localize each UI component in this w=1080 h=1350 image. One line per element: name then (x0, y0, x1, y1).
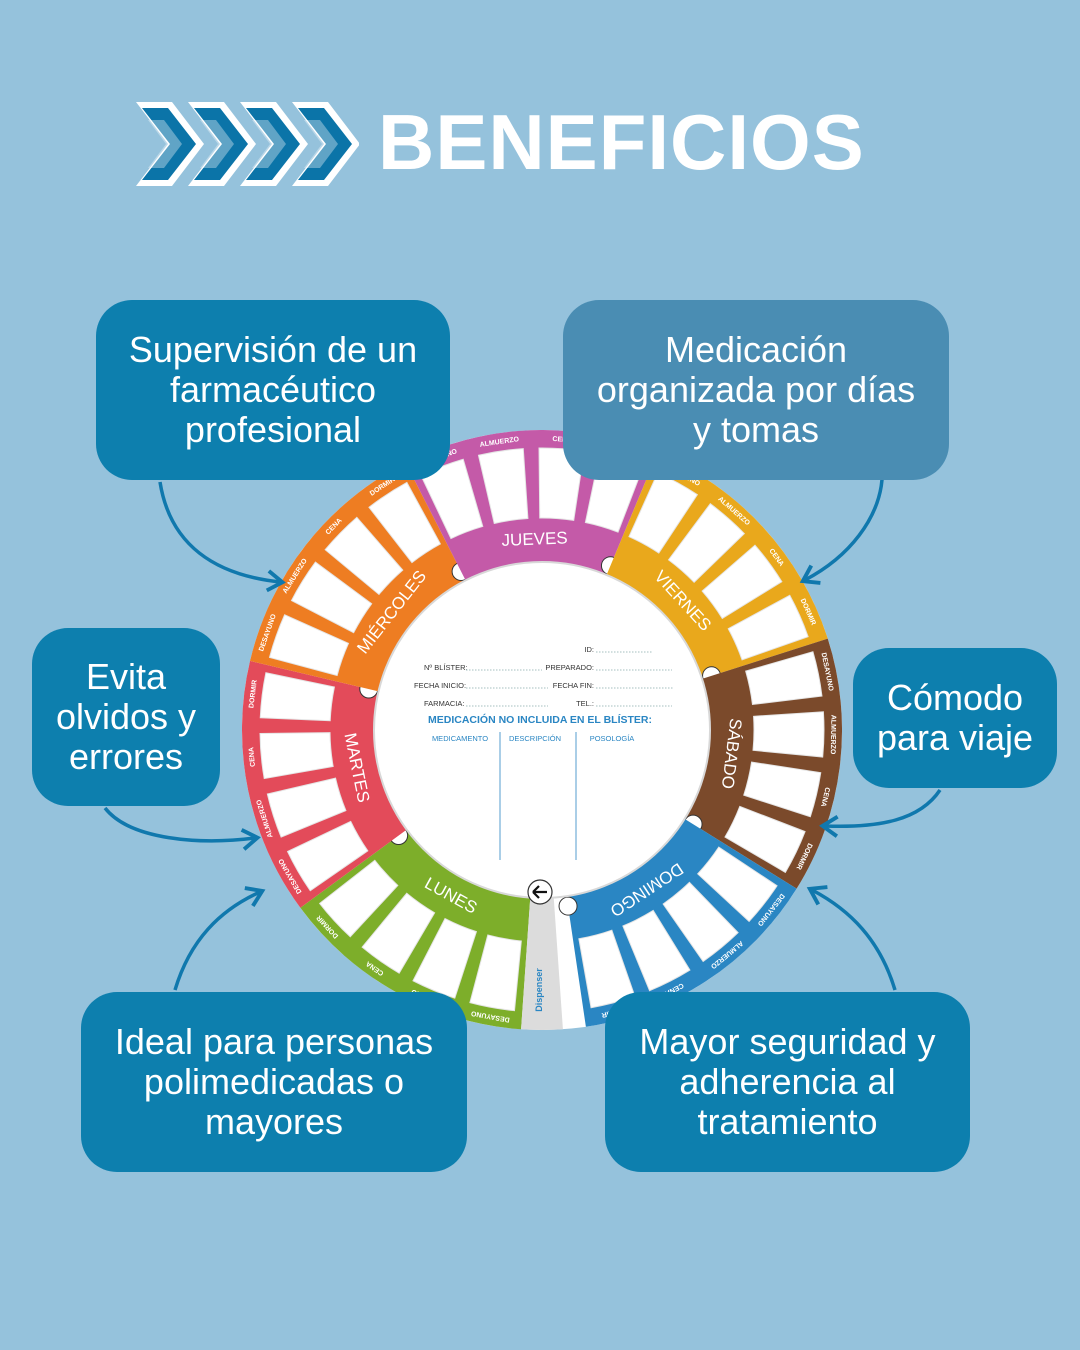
card-label: ID: (584, 645, 594, 654)
benefit-line: organizada por días (596, 369, 916, 410)
day-label: JUEVES (501, 528, 568, 550)
card-label: FARMACIA: (424, 699, 464, 708)
pill-compartment (477, 448, 529, 525)
brand-label: Dispenser (534, 968, 544, 1012)
pill-organizer-wheel: DESAYUNOALMUERZOCENADORMIRLUNESDESAYUNOA… (242, 430, 842, 1030)
pill-compartment (752, 711, 825, 758)
pill-compartment (318, 859, 399, 938)
pill-compartment (724, 805, 806, 874)
benefit-line: Mayor seguridad y (639, 1021, 936, 1062)
benefit-line: errores (68, 736, 184, 777)
pill-compartment (662, 881, 739, 963)
card-column-header: DESCRIPCIÓN (509, 734, 561, 743)
dose-label: ALMUERZO (829, 715, 837, 755)
pill-compartment (259, 672, 336, 722)
pill-compartment (469, 934, 522, 1012)
pill-compartment (667, 503, 746, 584)
benefit-line: profesional (184, 409, 362, 450)
pill-compartment (727, 594, 809, 661)
arrow-icon (558, 896, 578, 916)
benefit-line: farmacéutico (169, 369, 377, 410)
benefit-line: Evita (85, 656, 167, 697)
pill-compartment (361, 892, 436, 974)
benefit-line: para viaje (876, 717, 1034, 758)
benefit-line: olvidos y (55, 696, 197, 737)
pill-compartment (266, 777, 347, 838)
arrow-viaje (819, 789, 942, 838)
dispenser-strip (521, 897, 563, 1030)
dose-label: CENA (819, 786, 830, 807)
dose-label: CENA (248, 747, 257, 767)
page-title: BENEFICIOS (378, 98, 865, 186)
double-chevron-right-icon (136, 102, 359, 186)
card-label: FECHA FIN: (553, 681, 594, 690)
card-label: FECHA INICIO: (414, 681, 466, 690)
header: BENEFICIOS (0, 0, 1080, 260)
card-label: PREPARADO: (545, 663, 594, 672)
pill-compartment (368, 481, 442, 564)
pill-compartment (286, 820, 369, 892)
benefit-line: Ideal para personas (114, 1021, 434, 1062)
card-column-header: MEDICAMENTO (432, 734, 488, 743)
benefit-line: adherencia al (679, 1061, 896, 1102)
pill-compartment (290, 561, 373, 634)
dose-label: CENA (552, 436, 572, 444)
pill-compartment (745, 651, 823, 706)
benefit-line: mayores (204, 1101, 344, 1142)
benefit-line: polimedicadas o (143, 1061, 405, 1102)
card-column-header: POSOLOGÍA (590, 734, 635, 743)
benefit-line: Medicación (664, 329, 848, 370)
pill-compartment (701, 544, 783, 620)
card-heading: MEDICACIÓN NO INCLUIDA EN EL BLÍSTER: (428, 713, 652, 726)
pill-compartment (622, 909, 691, 992)
pill-compartment (268, 614, 350, 677)
arrow-olvidos (103, 806, 261, 851)
center-card (373, 561, 711, 899)
benefit-line: Supervisión de un (128, 329, 418, 370)
pill-compartment (743, 761, 822, 818)
benefit-line: tratamiento (697, 1101, 878, 1142)
pill-compartment (259, 732, 334, 780)
card-label: Nº BLÍSTER: (424, 663, 468, 672)
card-label: TEL.: (576, 699, 594, 708)
dose-label: DORMIR (248, 680, 258, 709)
pill-compartment (696, 846, 778, 923)
pill-compartment (324, 516, 404, 596)
benefit-line: Cómodo (886, 677, 1024, 718)
benefit-line: y tomas (692, 409, 820, 450)
